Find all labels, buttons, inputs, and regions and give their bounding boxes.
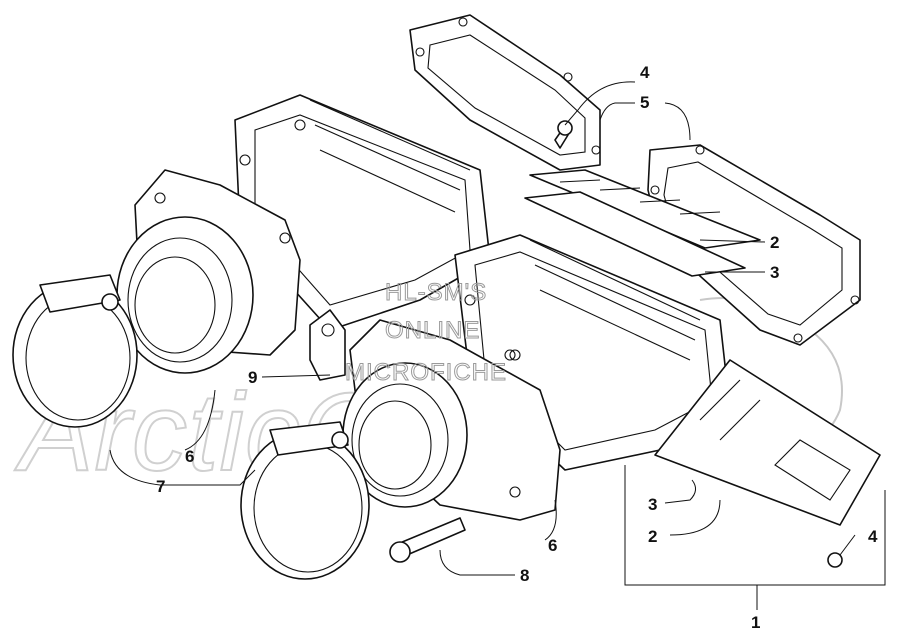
watermark-line-1: HL-SM'S [385, 279, 487, 306]
watermark-line-3: MICROFICHE [345, 359, 507, 386]
gasket-upper [409, 14, 601, 171]
bracket [309, 309, 346, 381]
screw-upper [554, 120, 573, 149]
reed-assembly-upper [524, 169, 761, 277]
clamp-lower [240, 421, 370, 580]
callout-3-lower: 3 [648, 495, 657, 514]
callout-7: 7 [156, 477, 165, 496]
watermark: HL-SM'S ONLINE MICROFICHE [345, 279, 507, 387]
bolt-lower [389, 517, 466, 563]
callout-6-lower: 6 [548, 536, 557, 555]
callout-4-upper: 4 [640, 63, 650, 82]
callout-6-upper: 6 [185, 447, 194, 466]
callout-9: 9 [248, 368, 257, 387]
callout-1: 1 [751, 613, 760, 632]
watermark-line-2: ONLINE [385, 317, 480, 344]
reed-assembly-lower [654, 359, 881, 526]
intake-boot-upper [116, 169, 301, 374]
leader-lines [109, 81, 886, 610]
callout-8: 8 [520, 566, 529, 585]
callout-2-upper: 2 [770, 233, 779, 252]
callout-2-lower: 2 [648, 527, 657, 546]
callout-4-lower: 4 [868, 527, 878, 546]
callout-3-upper: 3 [770, 263, 779, 282]
clamp-upper [12, 274, 138, 428]
callouts: 4 5 2 3 9 6 7 3 2 4 6 8 1 [156, 63, 878, 632]
callout-5: 5 [640, 93, 649, 112]
screw-lower [827, 552, 843, 568]
